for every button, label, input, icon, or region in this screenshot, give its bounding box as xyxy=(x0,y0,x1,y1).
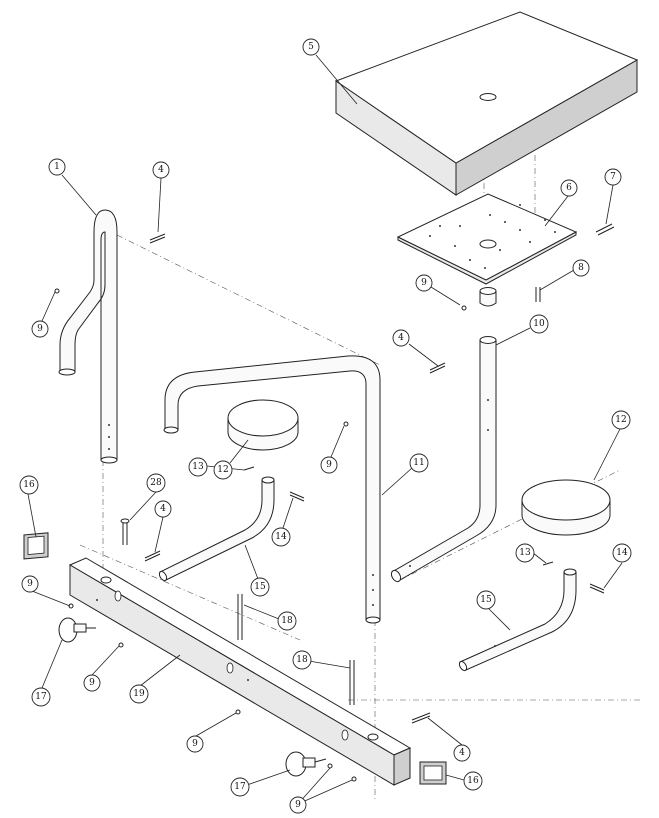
svg-text:6: 6 xyxy=(566,183,572,193)
svg-text:9: 9 xyxy=(89,678,95,688)
callout-9: 9 xyxy=(31,320,49,338)
callout-15: 15 xyxy=(250,577,270,597)
part-1-backrest-tube xyxy=(58,209,118,464)
part-7-screw xyxy=(595,223,615,236)
callout-12: 12 xyxy=(213,460,233,480)
svg-text:17: 17 xyxy=(234,782,246,792)
svg-text:9: 9 xyxy=(421,278,427,288)
part-6-mounting-plate xyxy=(396,193,578,307)
svg-text:16: 16 xyxy=(467,776,479,786)
callout-4: 4 xyxy=(453,744,471,762)
part-12-seat-right xyxy=(521,479,611,536)
svg-text:12: 12 xyxy=(615,415,626,425)
svg-text:18: 18 xyxy=(281,616,293,626)
svg-text:17: 17 xyxy=(35,692,47,702)
callout-9: 9 xyxy=(289,796,307,814)
svg-text:9: 9 xyxy=(37,324,43,334)
svg-text:12: 12 xyxy=(217,465,228,475)
callout-6: 6 xyxy=(560,179,578,197)
part-16-end-cap-left xyxy=(23,532,49,560)
svg-text:9: 9 xyxy=(27,579,33,589)
svg-text:8: 8 xyxy=(578,263,584,273)
svg-text:14: 14 xyxy=(616,548,628,558)
svg-text:9: 9 xyxy=(326,460,332,470)
callout-15: 15 xyxy=(476,590,496,610)
svg-text:11: 11 xyxy=(413,458,424,468)
callout-18: 18 xyxy=(292,650,312,670)
hardware-fasteners xyxy=(54,233,605,782)
svg-text:15: 15 xyxy=(254,582,266,592)
callout-10: 10 xyxy=(529,314,549,334)
callout-9: 9 xyxy=(320,456,338,474)
callout-13: 13 xyxy=(188,457,208,477)
callout-1: 1 xyxy=(48,158,66,176)
callout-4: 4 xyxy=(152,161,170,179)
svg-text:19: 19 xyxy=(133,689,145,699)
callout-7: 7 xyxy=(604,168,622,186)
part-17-knob-left xyxy=(58,617,96,643)
callout-12: 12 xyxy=(611,410,631,430)
callout-4: 4 xyxy=(154,500,172,518)
svg-text:13: 13 xyxy=(519,548,531,558)
part-10-table-post xyxy=(390,336,497,583)
svg-text:9: 9 xyxy=(192,739,198,749)
svg-text:10: 10 xyxy=(533,319,545,329)
part-19-base-beam xyxy=(68,557,412,786)
part-15-seat-arm-right xyxy=(458,568,577,672)
callout-16: 16 xyxy=(19,475,39,495)
callout-18: 18 xyxy=(277,611,297,631)
callout-14: 14 xyxy=(612,543,632,563)
svg-text:4: 4 xyxy=(158,165,164,175)
callout-14: 14 xyxy=(271,527,291,547)
callout-17: 17 xyxy=(31,687,51,707)
callout-4: 4 xyxy=(392,329,410,347)
svg-text:5: 5 xyxy=(308,42,314,52)
callout-11: 11 xyxy=(409,453,429,473)
callout-9: 9 xyxy=(415,274,433,292)
svg-text:4: 4 xyxy=(459,748,465,758)
callout-19: 19 xyxy=(129,684,149,704)
svg-text:13: 13 xyxy=(192,462,204,472)
assembly-axis-lines xyxy=(79,92,640,800)
part-12-seat-left xyxy=(227,399,299,451)
svg-text:16: 16 xyxy=(23,480,35,490)
svg-text:1: 1 xyxy=(54,162,60,172)
callout-8: 8 xyxy=(572,259,590,277)
callout-9: 9 xyxy=(21,575,39,593)
callout-28: 28 xyxy=(146,473,166,493)
callout-17: 17 xyxy=(230,777,250,797)
svg-text:4: 4 xyxy=(398,333,404,343)
svg-text:7: 7 xyxy=(610,172,616,182)
callout-13: 13 xyxy=(515,543,535,563)
callout-9: 9 xyxy=(83,674,101,692)
part-8-screw xyxy=(535,287,541,302)
part-5-table-top xyxy=(334,11,639,196)
svg-text:28: 28 xyxy=(150,478,162,488)
svg-text:14: 14 xyxy=(275,532,287,542)
svg-text:9: 9 xyxy=(295,800,301,810)
part-17-knob-right xyxy=(285,751,327,777)
part-16-end-cap-right xyxy=(419,761,447,785)
svg-text:18: 18 xyxy=(296,655,308,665)
part-15-seat-arm-left xyxy=(158,476,275,582)
callout-16: 16 xyxy=(463,771,483,791)
svg-text:15: 15 xyxy=(480,595,492,605)
callout-5: 5 xyxy=(302,38,320,56)
part-11-frame-tube xyxy=(163,355,381,624)
callout-9: 9 xyxy=(186,735,204,753)
svg-text:4: 4 xyxy=(160,504,166,514)
